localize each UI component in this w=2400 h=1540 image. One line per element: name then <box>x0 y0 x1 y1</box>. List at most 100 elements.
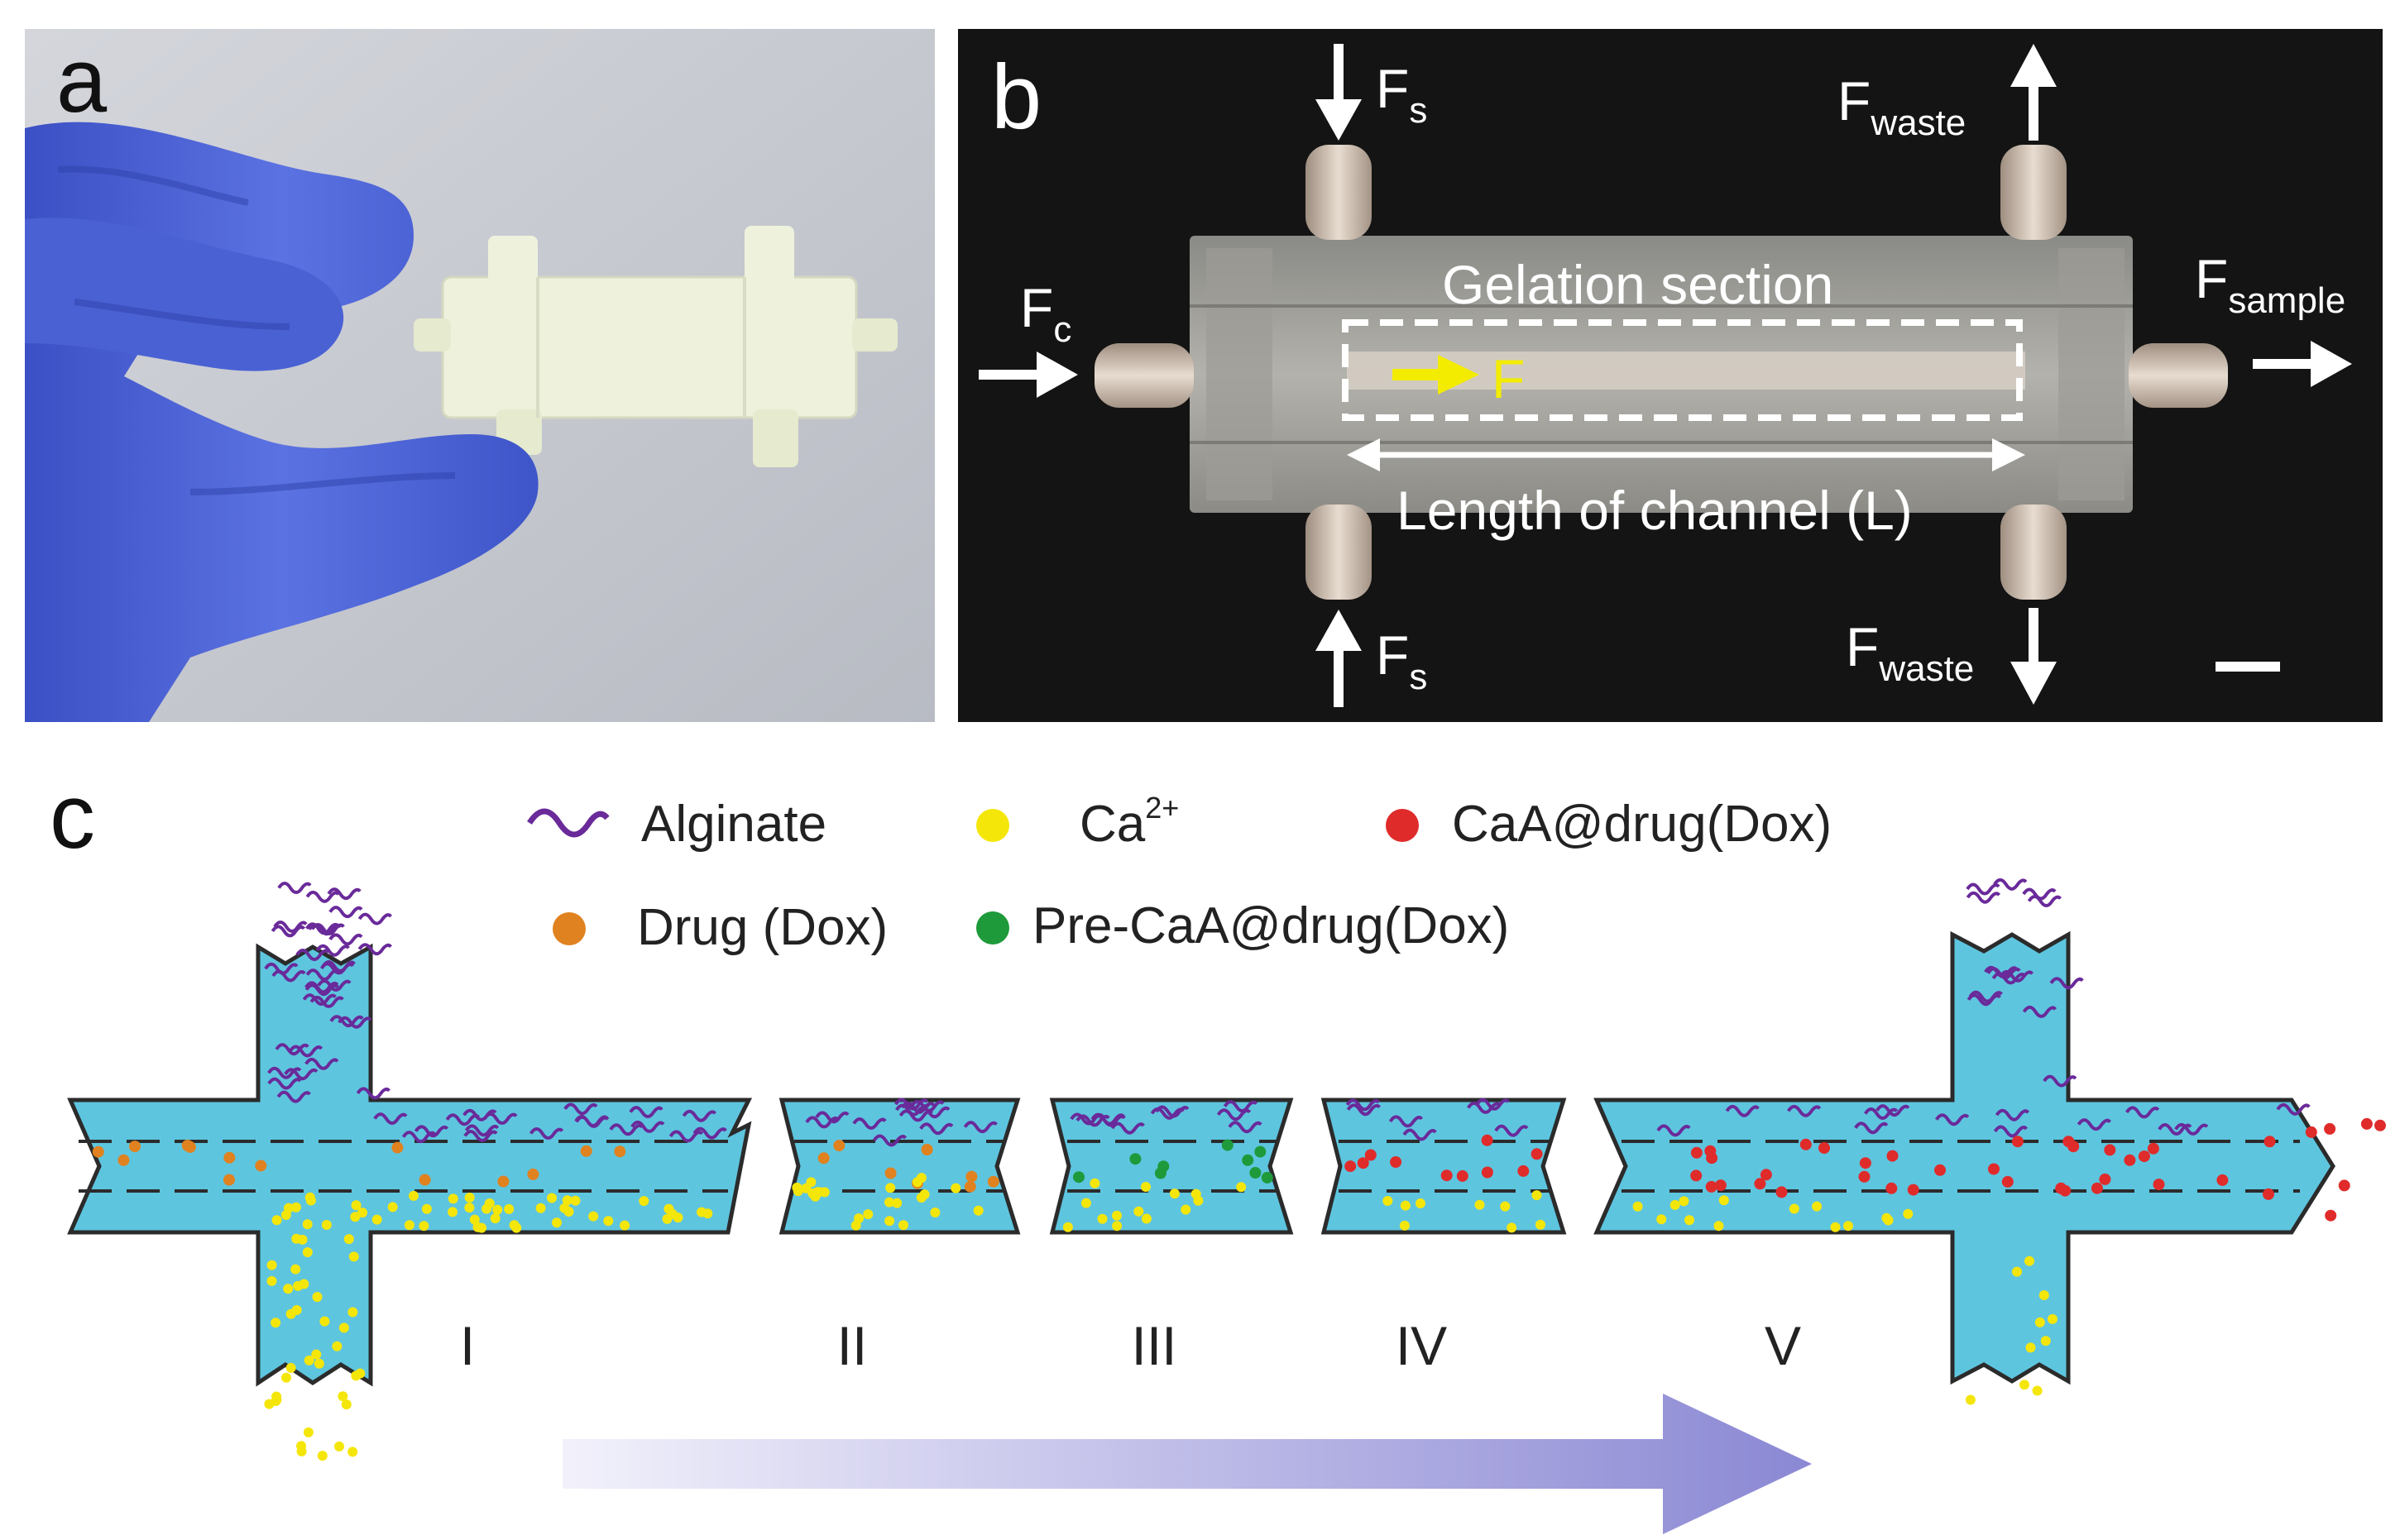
caa-drug-particle <box>1754 1178 1766 1190</box>
calcium-ion <box>1632 1201 1643 1212</box>
calcium-ion <box>317 1451 328 1461</box>
calcium-ion <box>409 1190 419 1201</box>
calcium-ion <box>350 1212 361 1222</box>
alginate-strand <box>1070 1112 1104 1126</box>
calcium-ion <box>1400 1200 1411 1211</box>
caa-drug-particle <box>2001 1175 2014 1188</box>
caa-drug-particle <box>2099 1173 2111 1185</box>
alginate-strand <box>464 1124 500 1137</box>
calcium-ion <box>1679 1196 1689 1207</box>
segment-1-junction <box>67 943 753 1387</box>
legend-pre-caa-icon <box>976 911 1009 945</box>
legend-alginate-icon <box>527 808 610 838</box>
caa-drug-particle <box>1531 1148 1543 1160</box>
alginate-strand <box>483 1112 518 1125</box>
calcium-ion <box>357 1208 368 1218</box>
calcium-ion <box>1684 1215 1694 1226</box>
calcium-ion <box>547 1193 557 1203</box>
alginate-strand <box>414 1125 449 1138</box>
caa-drug-particle <box>1714 1179 1727 1192</box>
alginate-strand <box>445 1113 480 1126</box>
drug-particle <box>817 1152 830 1165</box>
flow-direction-arrow <box>1392 355 1479 395</box>
alginate-strand <box>338 1016 372 1029</box>
alginate-strand <box>356 1087 390 1100</box>
caa-drug-particle <box>1344 1160 1357 1173</box>
drug-particle <box>580 1145 592 1157</box>
alginate-strand <box>309 995 344 1008</box>
caa-drug-particle <box>1517 1165 1530 1177</box>
calcium-ion <box>341 1399 352 1410</box>
alginate-strand <box>692 1126 727 1140</box>
alginate-strand <box>2276 1102 2311 1116</box>
calcium-ion <box>1090 1178 1100 1188</box>
drug-particle <box>181 1140 194 1151</box>
stage-label-3: III <box>1131 1315 1176 1376</box>
scale-bar <box>2216 662 2280 672</box>
alginate-strand <box>1223 1100 1258 1113</box>
alginate-strand <box>1475 1098 1510 1111</box>
alginate-strand <box>462 1108 497 1122</box>
fc-arrow <box>979 352 1078 398</box>
alginate-strand <box>963 1121 998 1134</box>
pre-caa-particle <box>1073 1171 1085 1184</box>
alginate-strand <box>328 906 363 919</box>
drug-particle <box>614 1145 626 1158</box>
legend-calcium-icon <box>976 809 1009 842</box>
caa-drug-particle <box>2062 1136 2075 1148</box>
alginate-strand <box>308 923 343 936</box>
fwaste-bottom-label: Fwaste <box>1846 616 1974 689</box>
calcium-ion <box>504 1203 515 1214</box>
calcium-ion <box>1789 1203 1799 1214</box>
legend-drug-icon <box>553 912 586 945</box>
alginate-strand <box>315 944 350 957</box>
pre-caa-particle <box>1129 1153 1142 1165</box>
calcium-ion <box>1112 1221 1123 1232</box>
alginate-strand <box>1875 1104 1910 1117</box>
caa-drug-particle <box>1481 1166 1493 1179</box>
alginate-strand <box>1863 1107 1899 1120</box>
alginate-strand <box>267 1077 302 1090</box>
alginate-strand <box>682 1109 716 1122</box>
alginate-strand <box>609 1123 644 1136</box>
particles-layer <box>92 878 2386 1461</box>
calcium-ion <box>1718 1195 1729 1206</box>
calcium-ion <box>291 1305 302 1315</box>
calcium-ion <box>1474 1199 1485 1210</box>
caa-drug-particle <box>1357 1157 1369 1169</box>
drug-particle <box>223 1174 235 1186</box>
calcium-ion <box>2038 1290 2049 1300</box>
stage-label-1: I <box>460 1315 475 1376</box>
alginate-strand <box>630 1120 665 1133</box>
calcium-ion <box>266 1275 277 1286</box>
calcium-ion <box>2040 1336 2051 1346</box>
drug-particle <box>391 1141 404 1154</box>
alginate-strand <box>2077 1118 2112 1131</box>
calcium-ion <box>266 1260 277 1270</box>
alginate-strand <box>373 1112 408 1126</box>
stage-label-2: II <box>837 1315 868 1376</box>
alginate-strand <box>529 1127 564 1140</box>
caa-drug-particle <box>1690 1146 1703 1159</box>
caa-drug-particle <box>1481 1134 1493 1146</box>
alginate-strand <box>2022 887 2057 901</box>
calcium-ion <box>552 1217 562 1228</box>
caa-drug-particle <box>1456 1169 1468 1182</box>
caa-drug-particle <box>1858 1170 1871 1183</box>
calcium-ion <box>271 1391 282 1402</box>
calcium-ion <box>1141 1182 1151 1192</box>
calcium-ion <box>296 1441 307 1452</box>
caa-drug-particle <box>1818 1142 1830 1154</box>
drug-particle <box>987 1175 999 1188</box>
pre-caa-particle <box>1221 1139 1234 1151</box>
fwaste-top-arrow <box>2010 44 2057 141</box>
alginate-strand <box>1345 1098 1381 1112</box>
calcium-ion <box>951 1183 961 1193</box>
microfluidic-chip-photo: Gelation section F Length of channel (L)… <box>958 29 2383 722</box>
caa-drug-particle <box>2124 1154 2136 1166</box>
alginate-strand <box>805 1116 840 1129</box>
caa-drug-particle <box>1705 1180 1717 1193</box>
calcium-ion <box>1713 1221 1724 1232</box>
caa-drug-particle <box>2338 1179 2350 1192</box>
alginate-strand <box>1993 878 2028 891</box>
